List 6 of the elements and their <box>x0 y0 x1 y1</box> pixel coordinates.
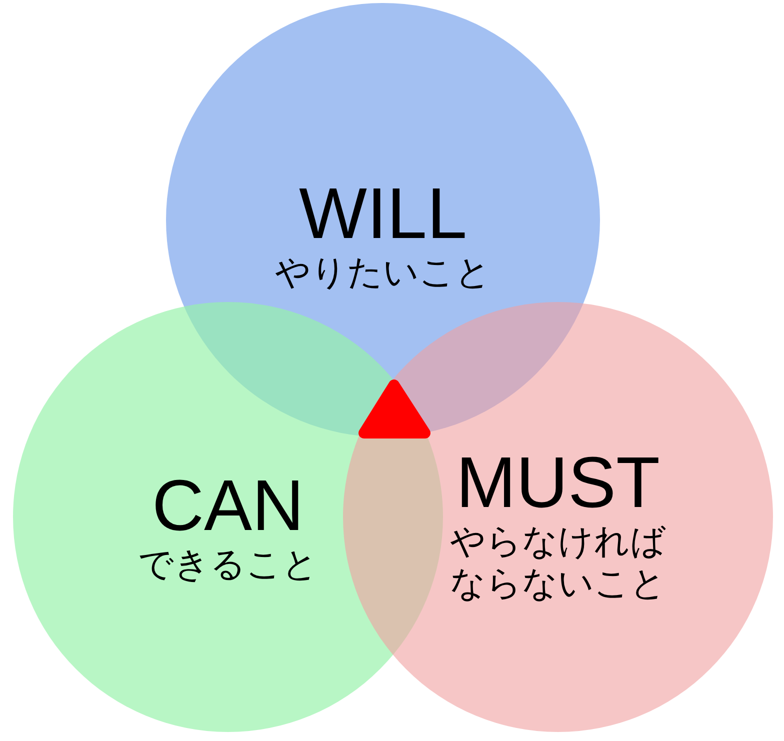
circle-description: やりたいこと <box>275 252 491 294</box>
circle-description: やらなければならないこと <box>449 521 667 605</box>
circle-heading: WILL <box>298 176 468 252</box>
circle-heading: MUST <box>456 445 660 521</box>
circle-description: できること <box>138 544 318 586</box>
circle-heading: CAN <box>152 468 304 544</box>
